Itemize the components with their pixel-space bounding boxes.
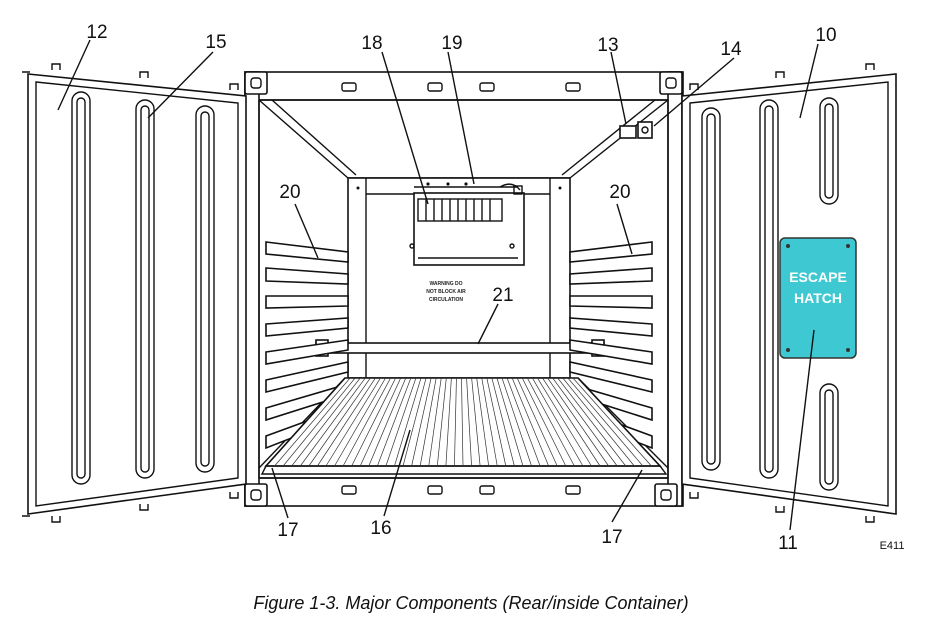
floor-grating-line — [481, 377, 498, 467]
floor-grating-line — [436, 377, 447, 467]
floor-grating-line — [385, 377, 417, 467]
floor-grating-line — [471, 377, 481, 467]
floor-grating-line — [511, 377, 549, 467]
floor-grating-line — [521, 377, 567, 467]
floor-grating-line — [491, 377, 515, 467]
callout-12: 12 — [86, 22, 107, 43]
floor-grating-line — [317, 377, 376, 467]
floor-grating-line — [419, 377, 437, 467]
callout-20-left: 20 — [279, 182, 300, 203]
floor-grating — [260, 377, 668, 475]
floor-grating-line — [486, 377, 507, 467]
callout-17-left: 17 — [277, 520, 298, 541]
callout-16: 16 — [370, 518, 391, 539]
warning-line-1: WARNING DO — [429, 281, 462, 287]
floor-grating-line — [445, 377, 452, 467]
floor-grating-line — [537, 377, 592, 467]
floor-grating-line — [342, 377, 391, 467]
floor-grating-line — [496, 377, 524, 467]
left-door — [22, 63, 247, 523]
floor-grating-line — [466, 377, 472, 467]
floor-grating-line — [454, 377, 457, 467]
floor-grating-line — [557, 377, 627, 467]
floor-grating-line — [506, 377, 541, 467]
floor-grating-line — [476, 377, 490, 467]
hatch-label-line-1: ESCAPE — [789, 269, 847, 285]
figure-caption: Figure 1-3. Major Components (Rear/insid… — [253, 593, 689, 613]
callout-19: 19 — [441, 33, 462, 54]
floor-grating-line — [359, 377, 402, 467]
floor-grating-line — [542, 377, 601, 467]
floor-grating-line — [461, 377, 464, 467]
air-vent-unit — [409, 182, 525, 266]
floor-grating-line — [334, 377, 386, 467]
floor-grating-line — [394, 377, 422, 467]
floor-grating-line — [274, 377, 351, 467]
floor-grating-line — [552, 377, 618, 467]
floor-grating-line — [501, 377, 532, 467]
callout-10: 10 — [815, 25, 836, 46]
callout-21: 21 — [492, 285, 513, 306]
floor-grating-line — [325, 377, 381, 467]
floor-grating-line — [402, 377, 427, 467]
floor-grating-line — [351, 377, 396, 467]
floor-grating-line — [562, 377, 635, 467]
warning-line-3: CIRCULATION — [429, 297, 463, 303]
figure-code: E411 — [880, 540, 905, 552]
floor-grating-line — [308, 377, 371, 467]
callout-17-right: 17 — [601, 527, 622, 548]
leader-lines — [57, 39, 819, 531]
callout-15: 15 — [205, 32, 226, 53]
floor-grating-line — [299, 377, 366, 467]
warning-line-2: NOT BLOCK AIR — [426, 289, 466, 295]
floor-grating-line — [572, 377, 652, 467]
floor-grating-line — [411, 377, 432, 467]
floor-grating-line — [532, 377, 584, 467]
floor-grating-line — [377, 377, 412, 467]
floor-grating-line — [282, 377, 356, 467]
callout-18: 18 — [361, 33, 382, 54]
floor-grating-line — [516, 377, 558, 467]
floor-grating-line — [428, 377, 442, 467]
floor-grating-line — [527, 377, 575, 467]
callout-11: 11 — [778, 533, 798, 554]
floor-grating-line — [368, 377, 407, 467]
hatch-label-line-2: HATCH — [794, 290, 842, 306]
warning-stencil: WARNING DO NOT BLOCK AIR CIRCULATION — [426, 281, 466, 303]
escape-hatch: ESCAPE HATCH — [779, 237, 857, 359]
floor-grating-line — [547, 377, 609, 467]
floor-grating-lines — [274, 377, 652, 467]
callout-20-right: 20 — [609, 182, 630, 203]
callout-labels: 12 15 18 19 13 14 10 20 20 21 17 16 17 1… — [86, 22, 836, 554]
callout-13: 13 — [597, 35, 618, 56]
crossbar — [315, 339, 605, 357]
callout-14: 14 — [720, 39, 742, 60]
floor-grating-line — [567, 377, 644, 467]
floor-grating-line — [291, 377, 361, 467]
